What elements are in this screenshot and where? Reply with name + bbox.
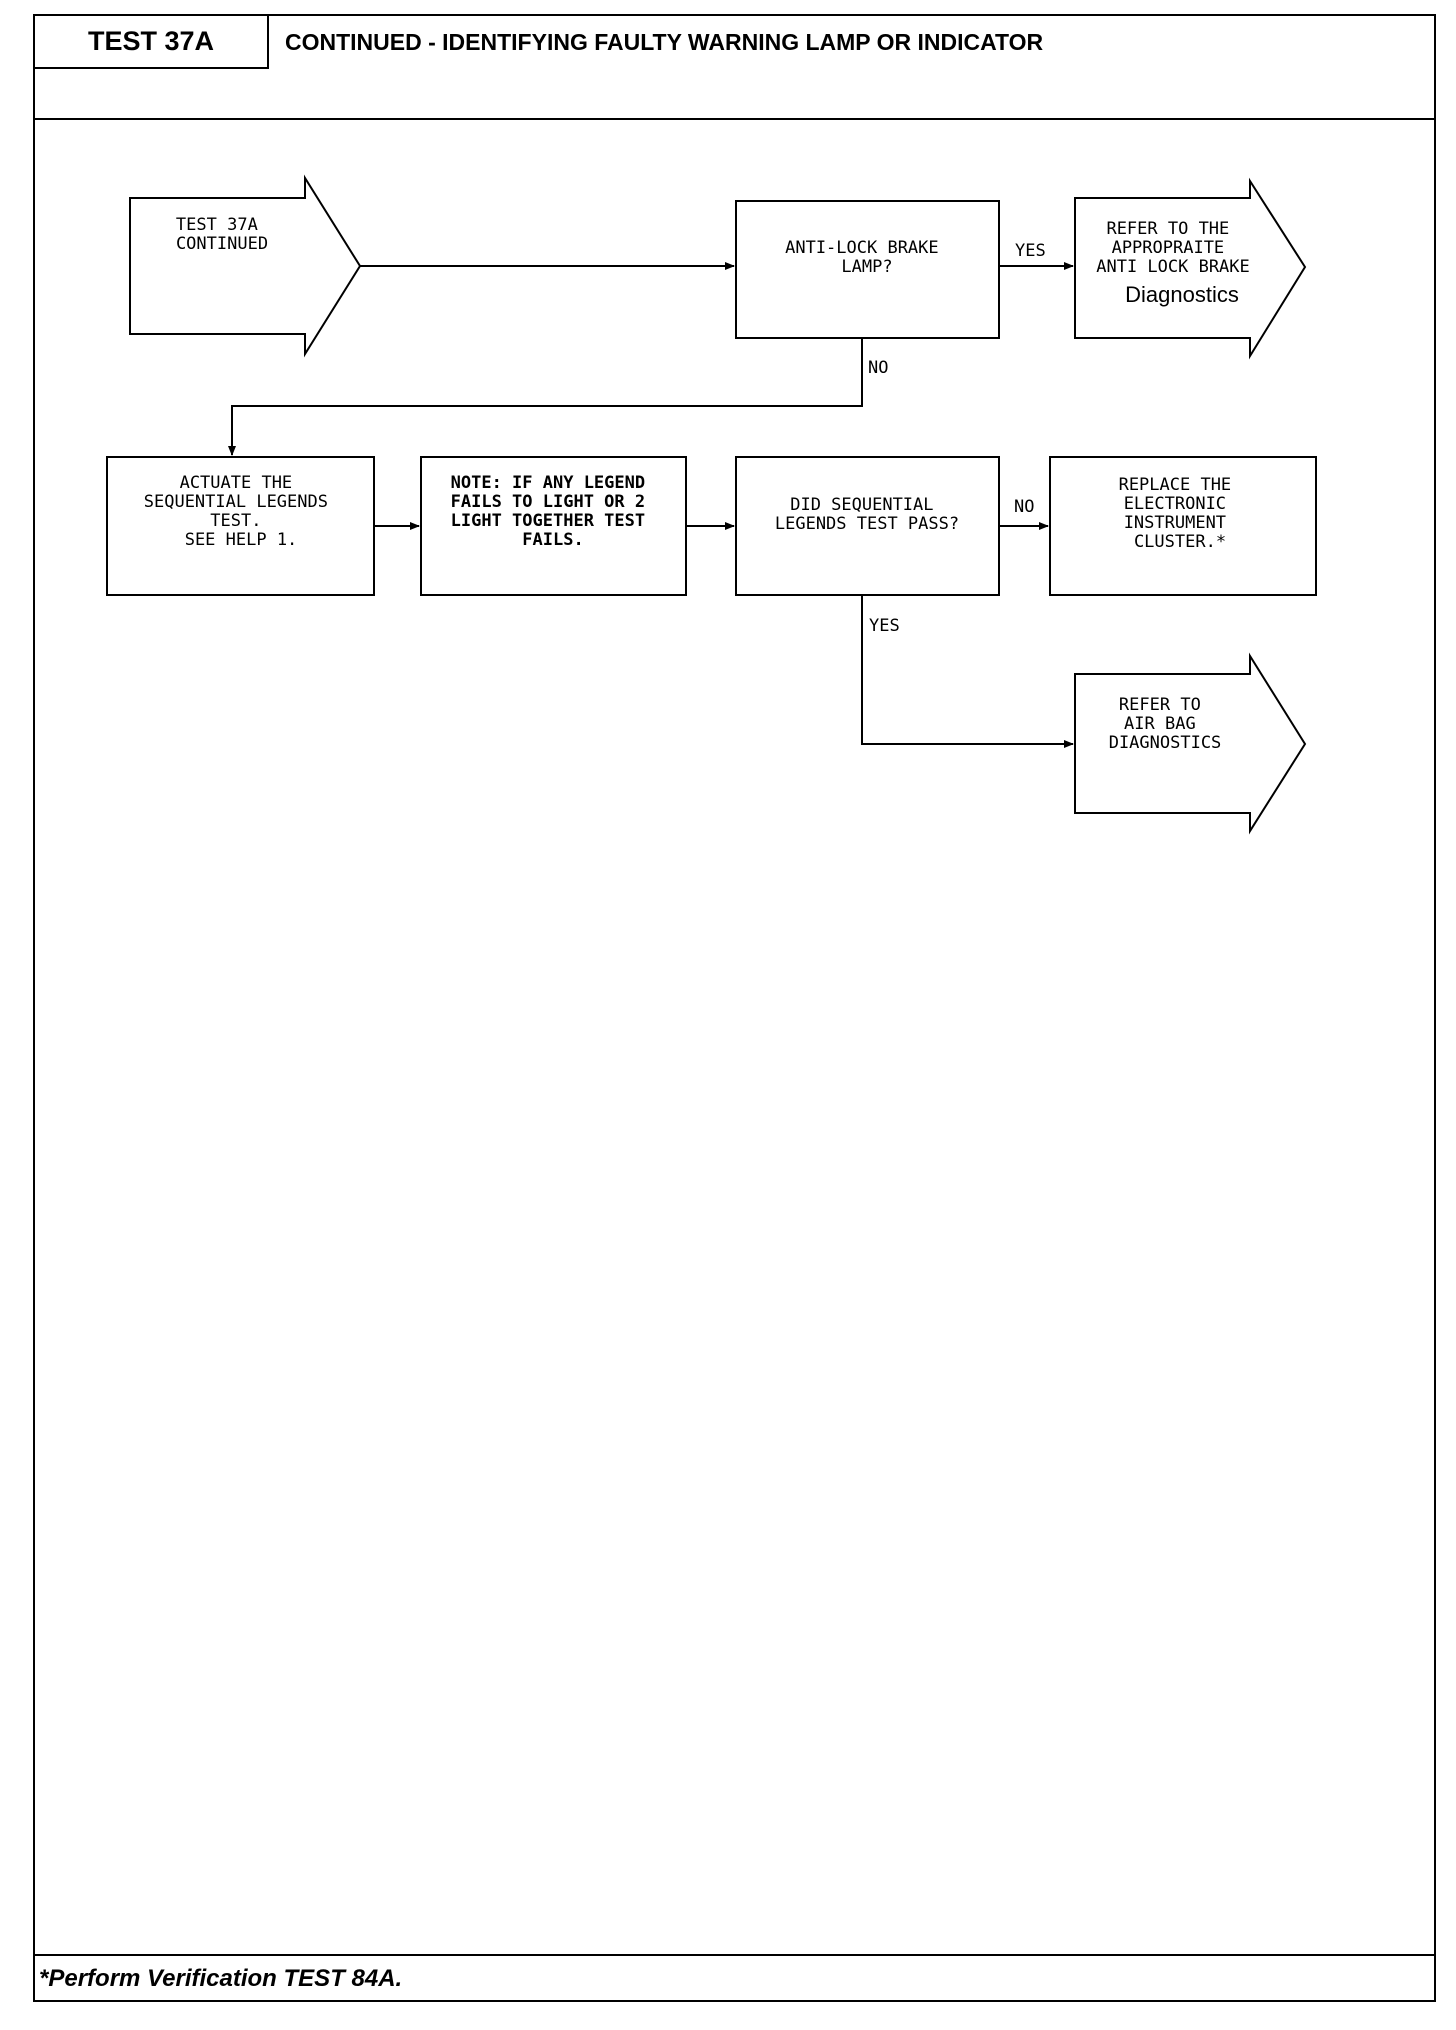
actuate-line-2: SEQUENTIAL LEGENDS (144, 492, 328, 512)
refer-abs-text: REFER TO THE APPROPRAITE ANTI LOCK BRAKE (1096, 219, 1250, 277)
replace-line-3: INSTRUMENT (1124, 513, 1226, 533)
label-seq-no: NO (1014, 497, 1034, 517)
node-note: NOTE: IF ANY LEGEND FAILS TO LIGHT OR 2 … (420, 456, 687, 596)
note-line-1: NOTE: IF ANY LEGEND (451, 473, 645, 493)
actuate-line-1: ACTUATE THE (180, 473, 293, 493)
manual-page: TEST 37A CONTINUED - IDENTIFYING FAULTY … (33, 14, 1436, 2012)
refer-abs-arrow-shape (1074, 177, 1307, 360)
replace-line-2: ELECTRONIC (1124, 494, 1226, 514)
label-abs-yes: YES (1015, 241, 1046, 261)
abs-lamp-box (735, 200, 1000, 339)
seq-pass-line-1: DID SEQUENTIAL (790, 495, 933, 515)
page-frame: TEST 37A CONTINUED - IDENTIFYING FAULTY … (33, 14, 1436, 2002)
page-footer: *Perform Verification TEST 84A. (35, 1954, 1434, 2002)
replace-box (1049, 456, 1317, 596)
start-arrow-shape (129, 174, 362, 358)
actuate-text: ACTUATE THE SEQUENTIAL LEGENDS TEST. SEE… (144, 473, 338, 550)
note-line-2: FAILS TO LIGHT OR 2 (451, 492, 645, 512)
note-line-4: FAILS. (522, 530, 583, 550)
replace-text: REPLACE THE ELECTRONIC INSTRUMENT CLUSTE… (1119, 475, 1242, 552)
node-refer-abs: REFER TO THE APPROPRAITE ANTI LOCK BRAKE… (1074, 177, 1307, 360)
actuate-line-3: TEST. (210, 511, 261, 531)
refer-abs-line-3: ANTI LOCK BRAKE (1096, 257, 1250, 277)
abs-lamp-line-2: LAMP? (841, 257, 892, 277)
refer-airbag-text: REFER TO AIR BAG DIAGNOSTICS (1109, 695, 1222, 753)
refer-airbag-line-3: DIAGNOSTICS (1109, 733, 1222, 753)
refer-abs-diagnostics: Diagnostics (1125, 282, 1239, 307)
actuate-line-4: SEE HELP 1. (185, 530, 298, 550)
refer-abs-line-1: REFER TO THE (1106, 219, 1229, 239)
start-line-1: TEST 37A (176, 215, 258, 235)
page-title: CONTINUED - IDENTIFYING FAULTY WARNING L… (285, 29, 1044, 55)
refer-airbag-arrow-shape (1074, 652, 1307, 835)
abs-lamp-text: ANTI-LOCK BRAKE LAMP? (785, 238, 949, 277)
node-actuate: ACTUATE THE SEQUENTIAL LEGENDS TEST. SEE… (106, 456, 375, 596)
node-replace: REPLACE THE ELECTRONIC INSTRUMENT CLUSTE… (1049, 456, 1317, 596)
node-seq-pass: DID SEQUENTIAL LEGENDS TEST PASS? (735, 456, 1000, 596)
abs-lamp-line-1: ANTI-LOCK BRAKE (785, 238, 939, 258)
replace-line-4: CLUSTER.* (1134, 532, 1226, 552)
note-line-3: LIGHT TOGETHER TEST (451, 511, 645, 531)
test-id-box: TEST 37A (35, 16, 269, 69)
note-text: NOTE: IF ANY LEGEND FAILS TO LIGHT OR 2 … (451, 473, 656, 550)
refer-airbag-line-2: AIR BAG (1124, 714, 1196, 734)
seq-pass-text: DID SEQUENTIAL LEGENDS TEST PASS? (775, 495, 959, 534)
edge-seq-yes (861, 595, 1074, 748)
edge-abs-no (228, 338, 863, 456)
refer-abs-line-2: APPROPRAITE (1112, 238, 1225, 258)
node-abs-lamp: ANTI-LOCK BRAKE LAMP? (735, 200, 1000, 339)
node-refer-airbag: REFER TO AIR BAG DIAGNOSTICS (1074, 652, 1307, 835)
label-seq-yes: YES (869, 616, 900, 636)
start-text: TEST 37A CONTINUED (176, 215, 268, 254)
refer-airbag-line-1: REFER TO (1119, 695, 1201, 715)
label-abs-no: NO (868, 358, 888, 378)
node-start: TEST 37A CONTINUED (129, 174, 362, 358)
start-line-2: CONTINUED (176, 234, 268, 254)
page-header: TEST 37A CONTINUED - IDENTIFYING FAULTY … (35, 16, 1434, 120)
seq-pass-line-2: LEGENDS TEST PASS? (775, 514, 959, 534)
replace-line-1: REPLACE THE (1119, 475, 1232, 495)
footer-note: *Perform Verification TEST 84A. (39, 1965, 403, 1992)
